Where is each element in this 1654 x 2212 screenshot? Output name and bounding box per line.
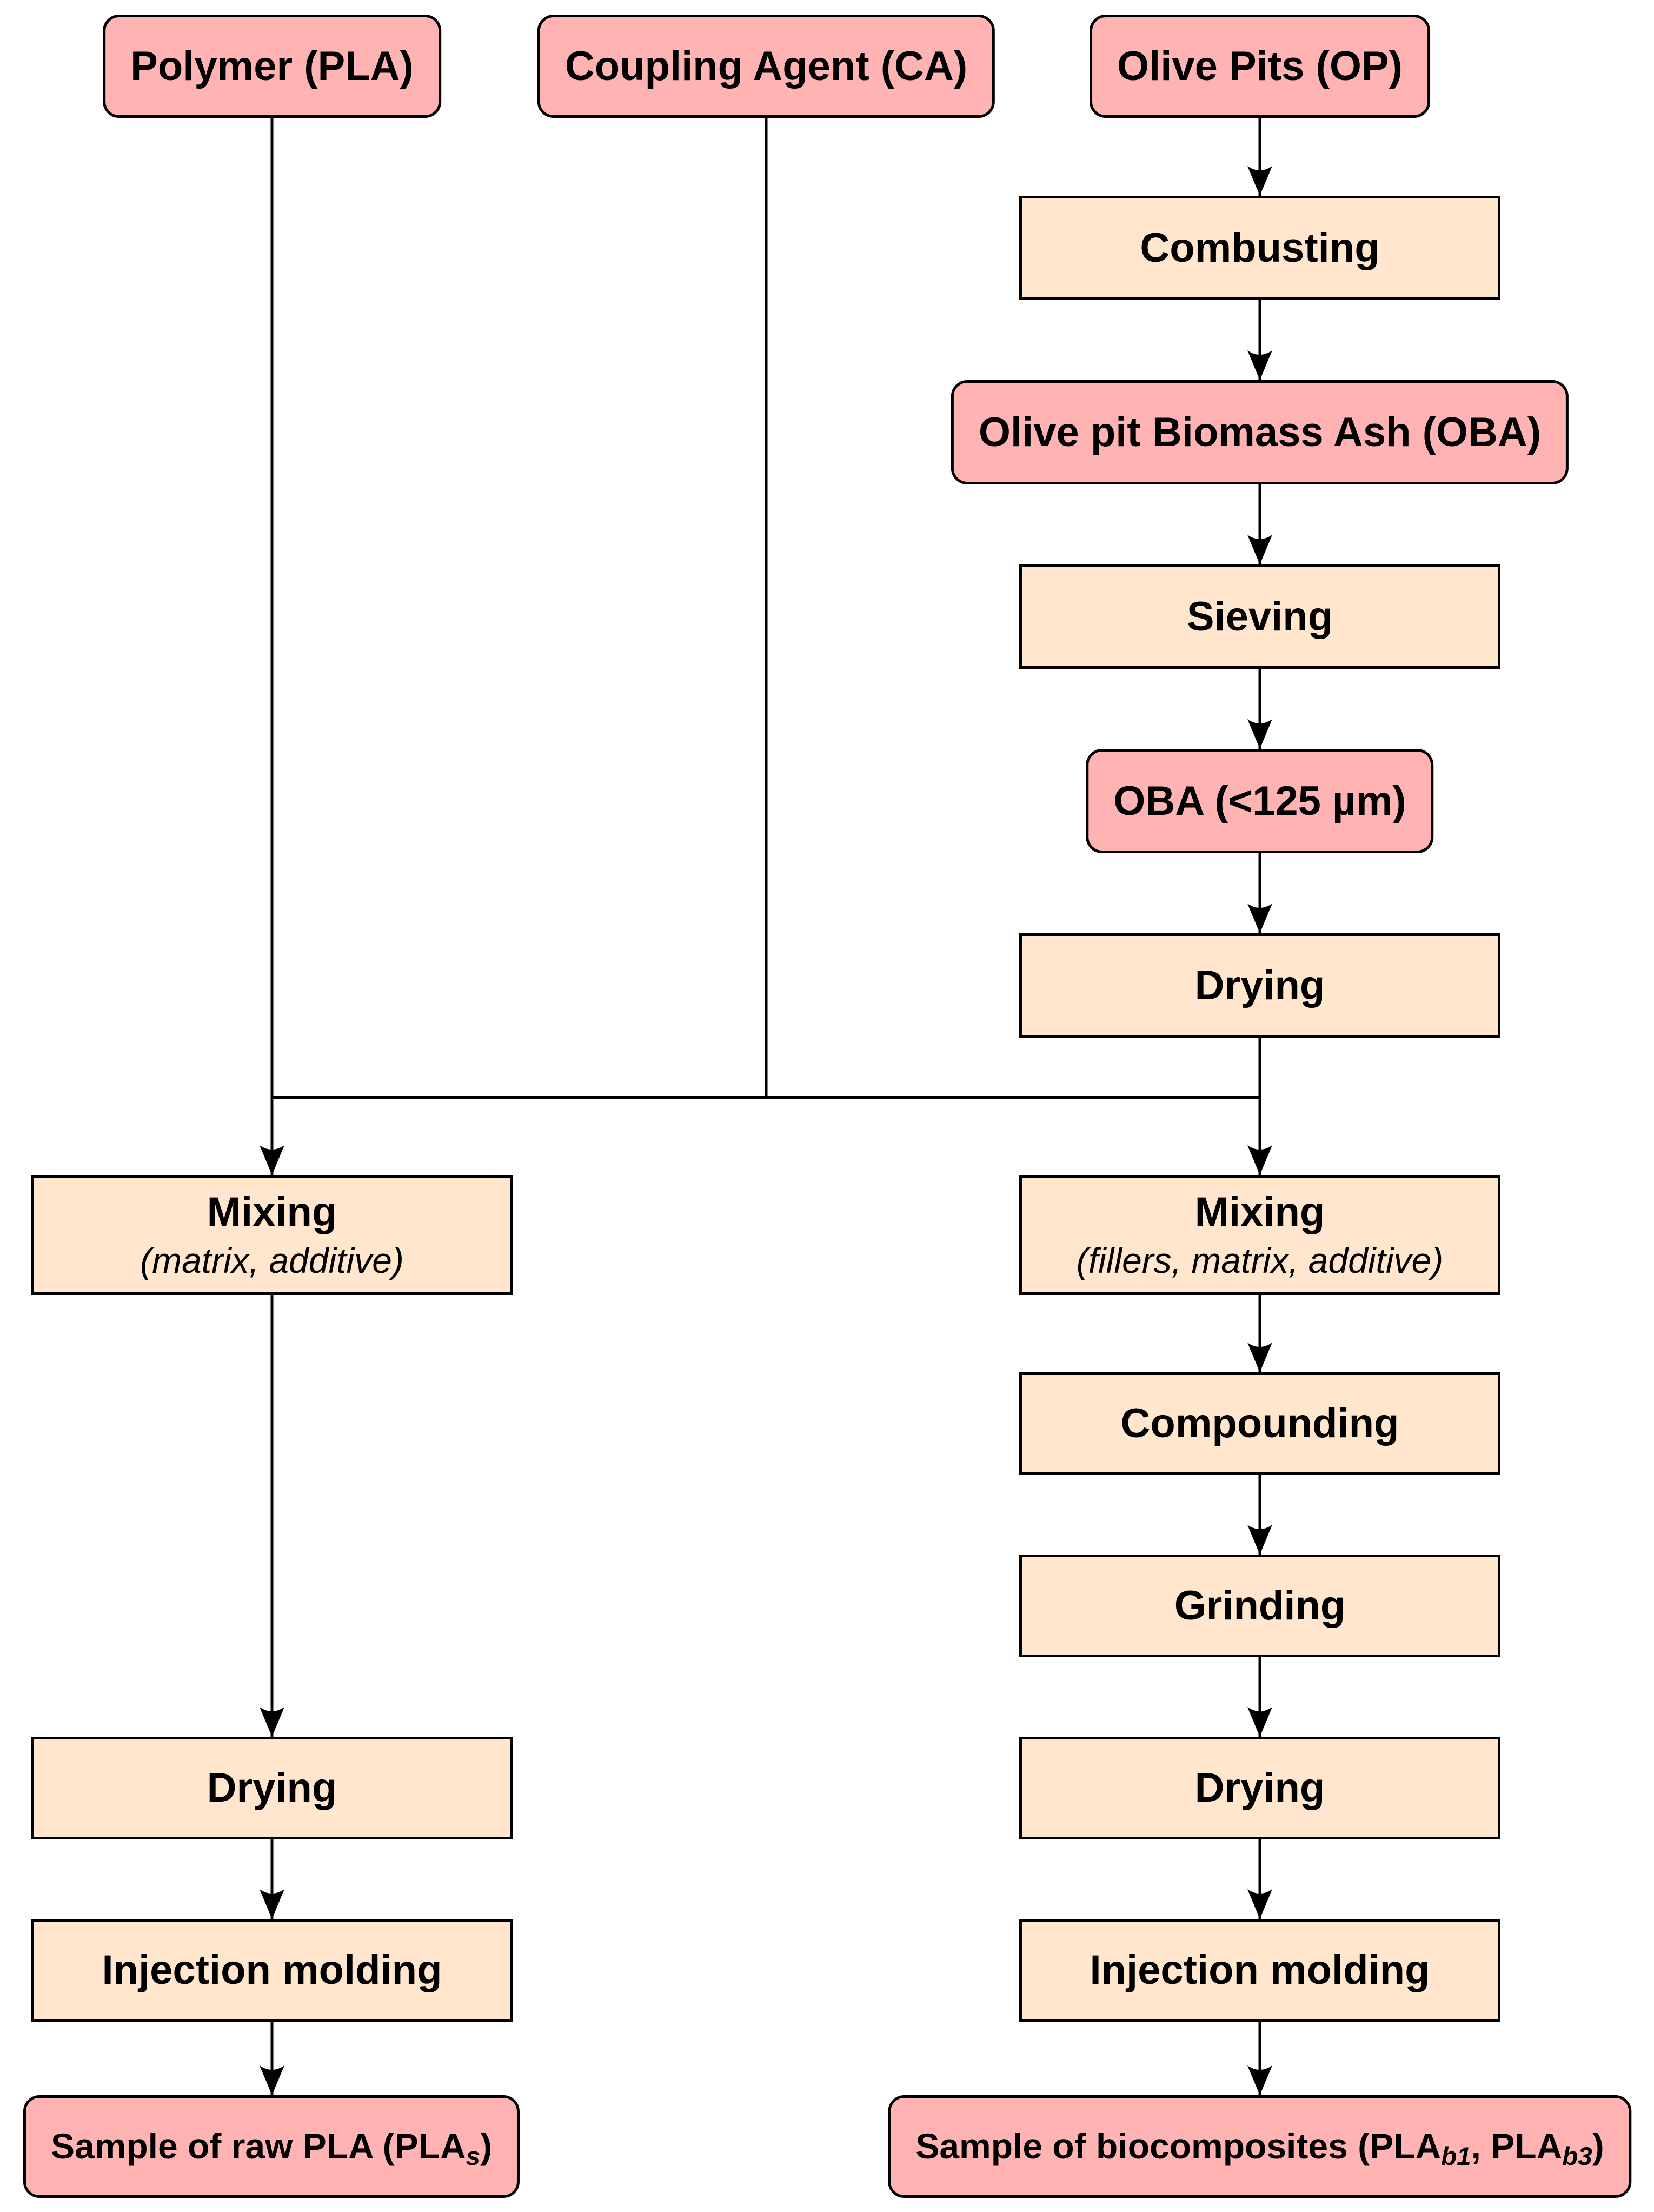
node-polymer-label: Polymer (PLA) bbox=[130, 43, 414, 89]
sample-raw-close: ) bbox=[480, 2126, 493, 2167]
sample-bio-text: Sample of biocomposites (PLA bbox=[915, 2126, 1442, 2167]
node-mixing-raw-label: Mixing bbox=[207, 1189, 337, 1235]
sample-raw-text: Sample of raw PLA (PLA bbox=[50, 2126, 466, 2167]
node-sample-raw-label: Sample of raw PLA (PLAs) bbox=[50, 2126, 493, 2169]
node-mixing-bio-label: Mixing bbox=[1194, 1189, 1325, 1235]
node-oba-sieved: OBA (<125 µm) bbox=[1086, 749, 1434, 853]
node-polymer: Polymer (PLA) bbox=[103, 15, 441, 118]
node-mixing-bio: Mixing (fillers, matrix, additive) bbox=[1019, 1175, 1500, 1295]
node-drying-raw: Drying bbox=[31, 1737, 513, 1839]
node-combusting: Combusting bbox=[1019, 196, 1500, 300]
sample-raw-subscript: s bbox=[466, 2142, 481, 2171]
node-mixing-bio-sublabel: (fillers, matrix, additive) bbox=[1076, 1240, 1444, 1280]
node-drying-bio: Drying bbox=[1019, 1737, 1500, 1839]
node-mixing-raw-sublabel: (matrix, additive) bbox=[140, 1240, 404, 1280]
node-compounding: Compounding bbox=[1019, 1372, 1500, 1475]
node-olive-pits-label: Olive Pits (OP) bbox=[1117, 43, 1403, 89]
node-drying-raw-label: Drying bbox=[207, 1765, 337, 1811]
node-combusting-label: Combusting bbox=[1140, 224, 1380, 271]
node-sample-bio: Sample of biocomposites (PLAb1, PLAb3) bbox=[888, 2095, 1632, 2198]
node-coupling-agent: Coupling Agent (CA) bbox=[537, 15, 995, 118]
node-mixing-raw: Mixing (matrix, additive) bbox=[31, 1175, 513, 1295]
node-oba-sieved-label: OBA (<125 µm) bbox=[1113, 778, 1406, 824]
node-grinding-label: Grinding bbox=[1174, 1583, 1346, 1629]
node-grinding: Grinding bbox=[1019, 1555, 1500, 1657]
sample-bio-subscript-1: b1 bbox=[1441, 2142, 1471, 2171]
sample-bio-subscript-2: b3 bbox=[1562, 2142, 1592, 2171]
sample-bio-text-2: , PLA bbox=[1471, 2126, 1563, 2167]
sample-bio-close: ) bbox=[1592, 2126, 1604, 2167]
node-injection-raw: Injection molding bbox=[31, 1919, 513, 2022]
node-olive-pits: Olive Pits (OP) bbox=[1090, 15, 1430, 118]
node-sieving-label: Sieving bbox=[1186, 593, 1333, 640]
node-drying-oba-label: Drying bbox=[1194, 962, 1325, 1008]
node-drying-oba: Drying bbox=[1019, 933, 1500, 1038]
node-injection-bio-label: Injection molding bbox=[1090, 1947, 1430, 1994]
node-compounding-label: Compounding bbox=[1120, 1400, 1399, 1447]
node-injection-bio: Injection molding bbox=[1019, 1919, 1500, 2022]
node-oba: Olive pit Biomass Ash (OBA) bbox=[951, 380, 1569, 484]
node-coupling-agent-label: Coupling Agent (CA) bbox=[564, 43, 968, 89]
node-sample-bio-label: Sample of biocomposites (PLAb1, PLAb3) bbox=[915, 2126, 1604, 2169]
node-drying-bio-label: Drying bbox=[1194, 1765, 1325, 1811]
node-sieving: Sieving bbox=[1019, 564, 1500, 669]
node-oba-label: Olive pit Biomass Ash (OBA) bbox=[978, 409, 1542, 455]
node-injection-raw-label: Injection molding bbox=[102, 1947, 442, 1994]
node-sample-raw: Sample of raw PLA (PLAs) bbox=[23, 2095, 520, 2198]
